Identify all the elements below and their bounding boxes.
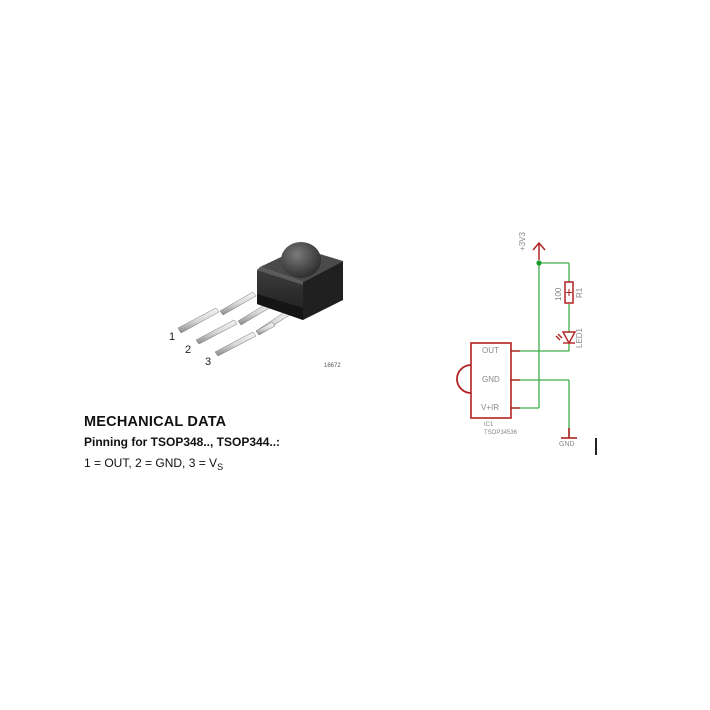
pins-front-row [177,307,276,357]
junction-dot-icon [536,260,542,266]
pin-mapping-text: 1 = OUT, 2 = GND, 3 = VS [84,456,223,472]
pinning-heading: Pinning for TSOP348.., TSOP344..: [84,435,281,449]
ground-label: GND [559,441,575,448]
resistor-value: 100 [554,287,563,301]
resistor-icon [564,281,574,304]
circuit-schematic: +3V3 100 R1 LED1 OUT GND V+IR IC1 TSOP34… [440,230,620,470]
resistor-name: R1 [575,287,584,298]
supply-arrow-icon [532,241,546,260]
ir-sensor-arc-icon [456,364,472,394]
ir-receiver-package-icon [177,242,343,357]
pin-map-text: 1 = OUT, 2 = GND, 3 = V [84,456,218,470]
ground-symbol-icon [561,428,577,439]
mechanical-data-heading: MECHANICAL DATA [84,414,227,430]
ic-name: IC1 [484,422,494,428]
wires [510,262,570,436]
supply-label: +3V3 [518,232,527,251]
figure-id: 16672 [324,363,341,369]
tsop-component-illustration: 1 2 3 16672 [160,230,360,380]
ic-part-number: TSOP34536 [484,430,518,436]
pin-map-subscript: S [217,462,224,472]
pin-label-3: 3 [205,356,212,368]
schematic-drawing [456,241,577,439]
ic-pin-gnd: GND [482,375,500,384]
pin-label-2: 2 [185,344,192,356]
led-icon [555,331,577,345]
ic-pin-vir: V+IR [481,403,500,412]
text-cursor [595,438,597,455]
pin-label-1: 1 [169,331,176,343]
ic-pin-out: OUT [482,346,499,355]
ic-pin-stubs [511,350,520,409]
led-name: LED1 [575,327,584,348]
